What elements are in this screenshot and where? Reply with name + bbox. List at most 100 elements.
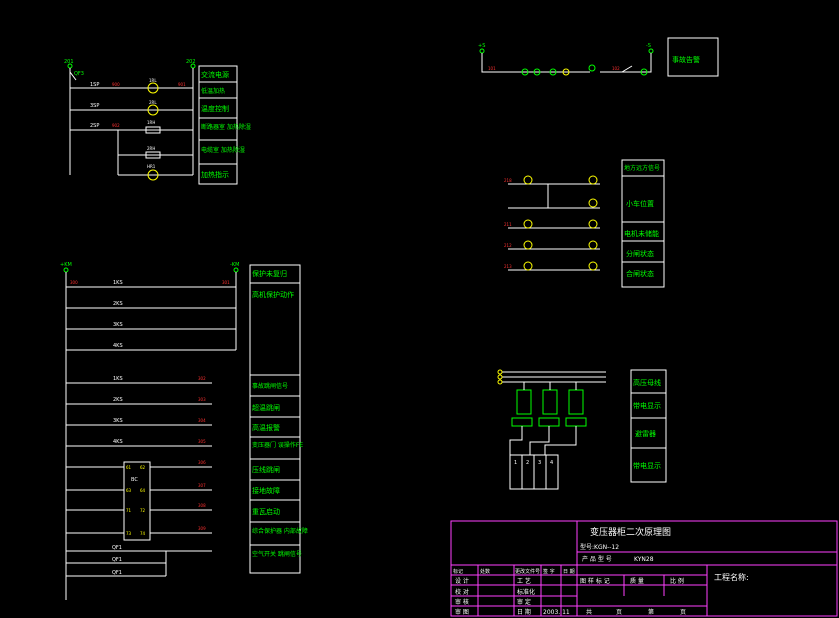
heater-circuit: 201 202 QF3 1SP 900 1RL 901 3SP 2RL 2SP … [64,59,251,185]
terminal [497,379,503,385]
relay-terminal: 74 [140,531,146,536]
contact-label: 1SP [90,82,99,88]
wire [481,53,590,73]
circuit-label: 高机保护动作 [252,290,294,299]
label-column [630,369,667,483]
ct-coil [511,417,533,427]
block-cell: 设 计 [455,577,469,585]
block-cell: 审 核 [455,598,469,606]
bus-right-label: -S [646,43,651,49]
arrester-icon [568,389,584,415]
wire-tag: 307 [198,483,206,488]
terminal [523,219,533,229]
switch-blade [69,71,77,81]
wire-tag: 102 [612,66,620,71]
device-label: 2RL [149,100,157,105]
wire-tag: 308 [198,503,206,508]
relay-terminal: 64 [140,488,146,493]
device-label: 1RL [149,78,157,83]
relay-contact-label: 1KS [113,376,123,382]
circuit-label: 加热指示 [201,170,229,179]
arrester-icon [516,389,532,415]
terminal [640,68,648,76]
relay-contact-label: 2KS [113,397,123,403]
block-cell: 标准化 [517,588,535,596]
switch-label: QF1 [112,570,122,576]
label-column [249,264,301,574]
block-cell: 比 例 [670,577,684,585]
product-label: 产 品 型 号 [582,555,612,563]
terminal-number: 1 [514,460,517,466]
circuit-label: 压线跳闸 [252,465,280,474]
label-column [198,65,238,185]
switch-label: QF3 [74,71,84,77]
block-cell: 审 定 [517,598,531,606]
terminal-number: 4 [550,460,553,466]
device-label: HR1 [147,164,156,169]
terminal [523,175,533,185]
arrester-icon [542,389,558,415]
lamp-icon [147,104,159,116]
contact-label: 2SP [90,123,99,129]
wire-tag: 902 [112,123,120,128]
ct-label: 避雷器 [635,429,656,438]
ct-coil [538,417,560,427]
circuit-label: 接地故障 [252,486,280,495]
terminal [588,198,598,208]
terminal [588,219,598,229]
project-label: 工程名称: [714,572,749,582]
title-block: 变压器柜二次原理图 型号:KGN--12 产 品 型 号 KYN28 工程名称:… [450,520,838,617]
protection-relay [123,461,151,541]
terminal [533,68,541,76]
terminal [233,267,239,273]
terminal [523,240,533,250]
circuit-label: 事故跳闸信号 [252,382,288,390]
wire [529,426,550,455]
drawing-spec: 型号:KGN--12 [580,543,619,551]
circuit-label: 电缆室 加热除湿 [201,146,245,154]
wire-tag: 300 [70,280,78,285]
block-cell: 页 [616,609,622,616]
relay-contact-label: 2KS [113,301,123,307]
relay-name: BC [131,477,138,483]
block-cell: 处数 [480,568,490,575]
wire-tag: 302 [198,376,206,381]
terminal [521,68,529,76]
terminal [588,240,598,250]
wire [509,426,523,455]
wire-tag: 301 [222,280,230,285]
terminal-number: 3 [538,460,541,466]
block-cell: 标记 [453,568,463,575]
wire-tag: 212 [504,243,512,248]
relay-contact-label: 4KS [113,343,123,349]
signal-label: 电机未储能 [624,229,659,238]
device-label: 2RH [147,146,155,151]
block-cell: 校 对 [455,588,469,596]
lamp-icon [147,169,159,181]
bus-right-label: -KM [230,262,239,268]
signal-label: 小车位置 [626,199,654,208]
circuit-label: 保护未复归 [252,269,287,278]
block-cell: 第 [648,608,654,616]
lamp-icon [147,82,159,94]
relay-contact-label: 4KS [113,439,123,445]
block-cell: 工 艺 [517,577,531,585]
circuit-label: 交流电源 [201,70,229,79]
circuit-label: 超温跳闸 [252,403,280,412]
circuit-label: 重瓦启动 [252,507,280,516]
terminal [588,175,598,185]
terminal [497,369,503,375]
block-cell: 质 量 [630,577,644,585]
relay-terminal: 62 [140,465,146,470]
heater-icon [145,151,161,159]
relay-terminal: 71 [126,508,132,513]
contact [621,65,633,73]
product-value: KYN28 [634,556,654,563]
block-cell: 页 [680,609,686,616]
wire-tag: 901 [178,82,186,87]
block-cell: 2003. 11 [543,609,570,616]
title-frame [450,520,838,617]
label-column [621,159,665,288]
relay-contact-label: 3KS [113,418,123,424]
terminal [479,48,485,54]
